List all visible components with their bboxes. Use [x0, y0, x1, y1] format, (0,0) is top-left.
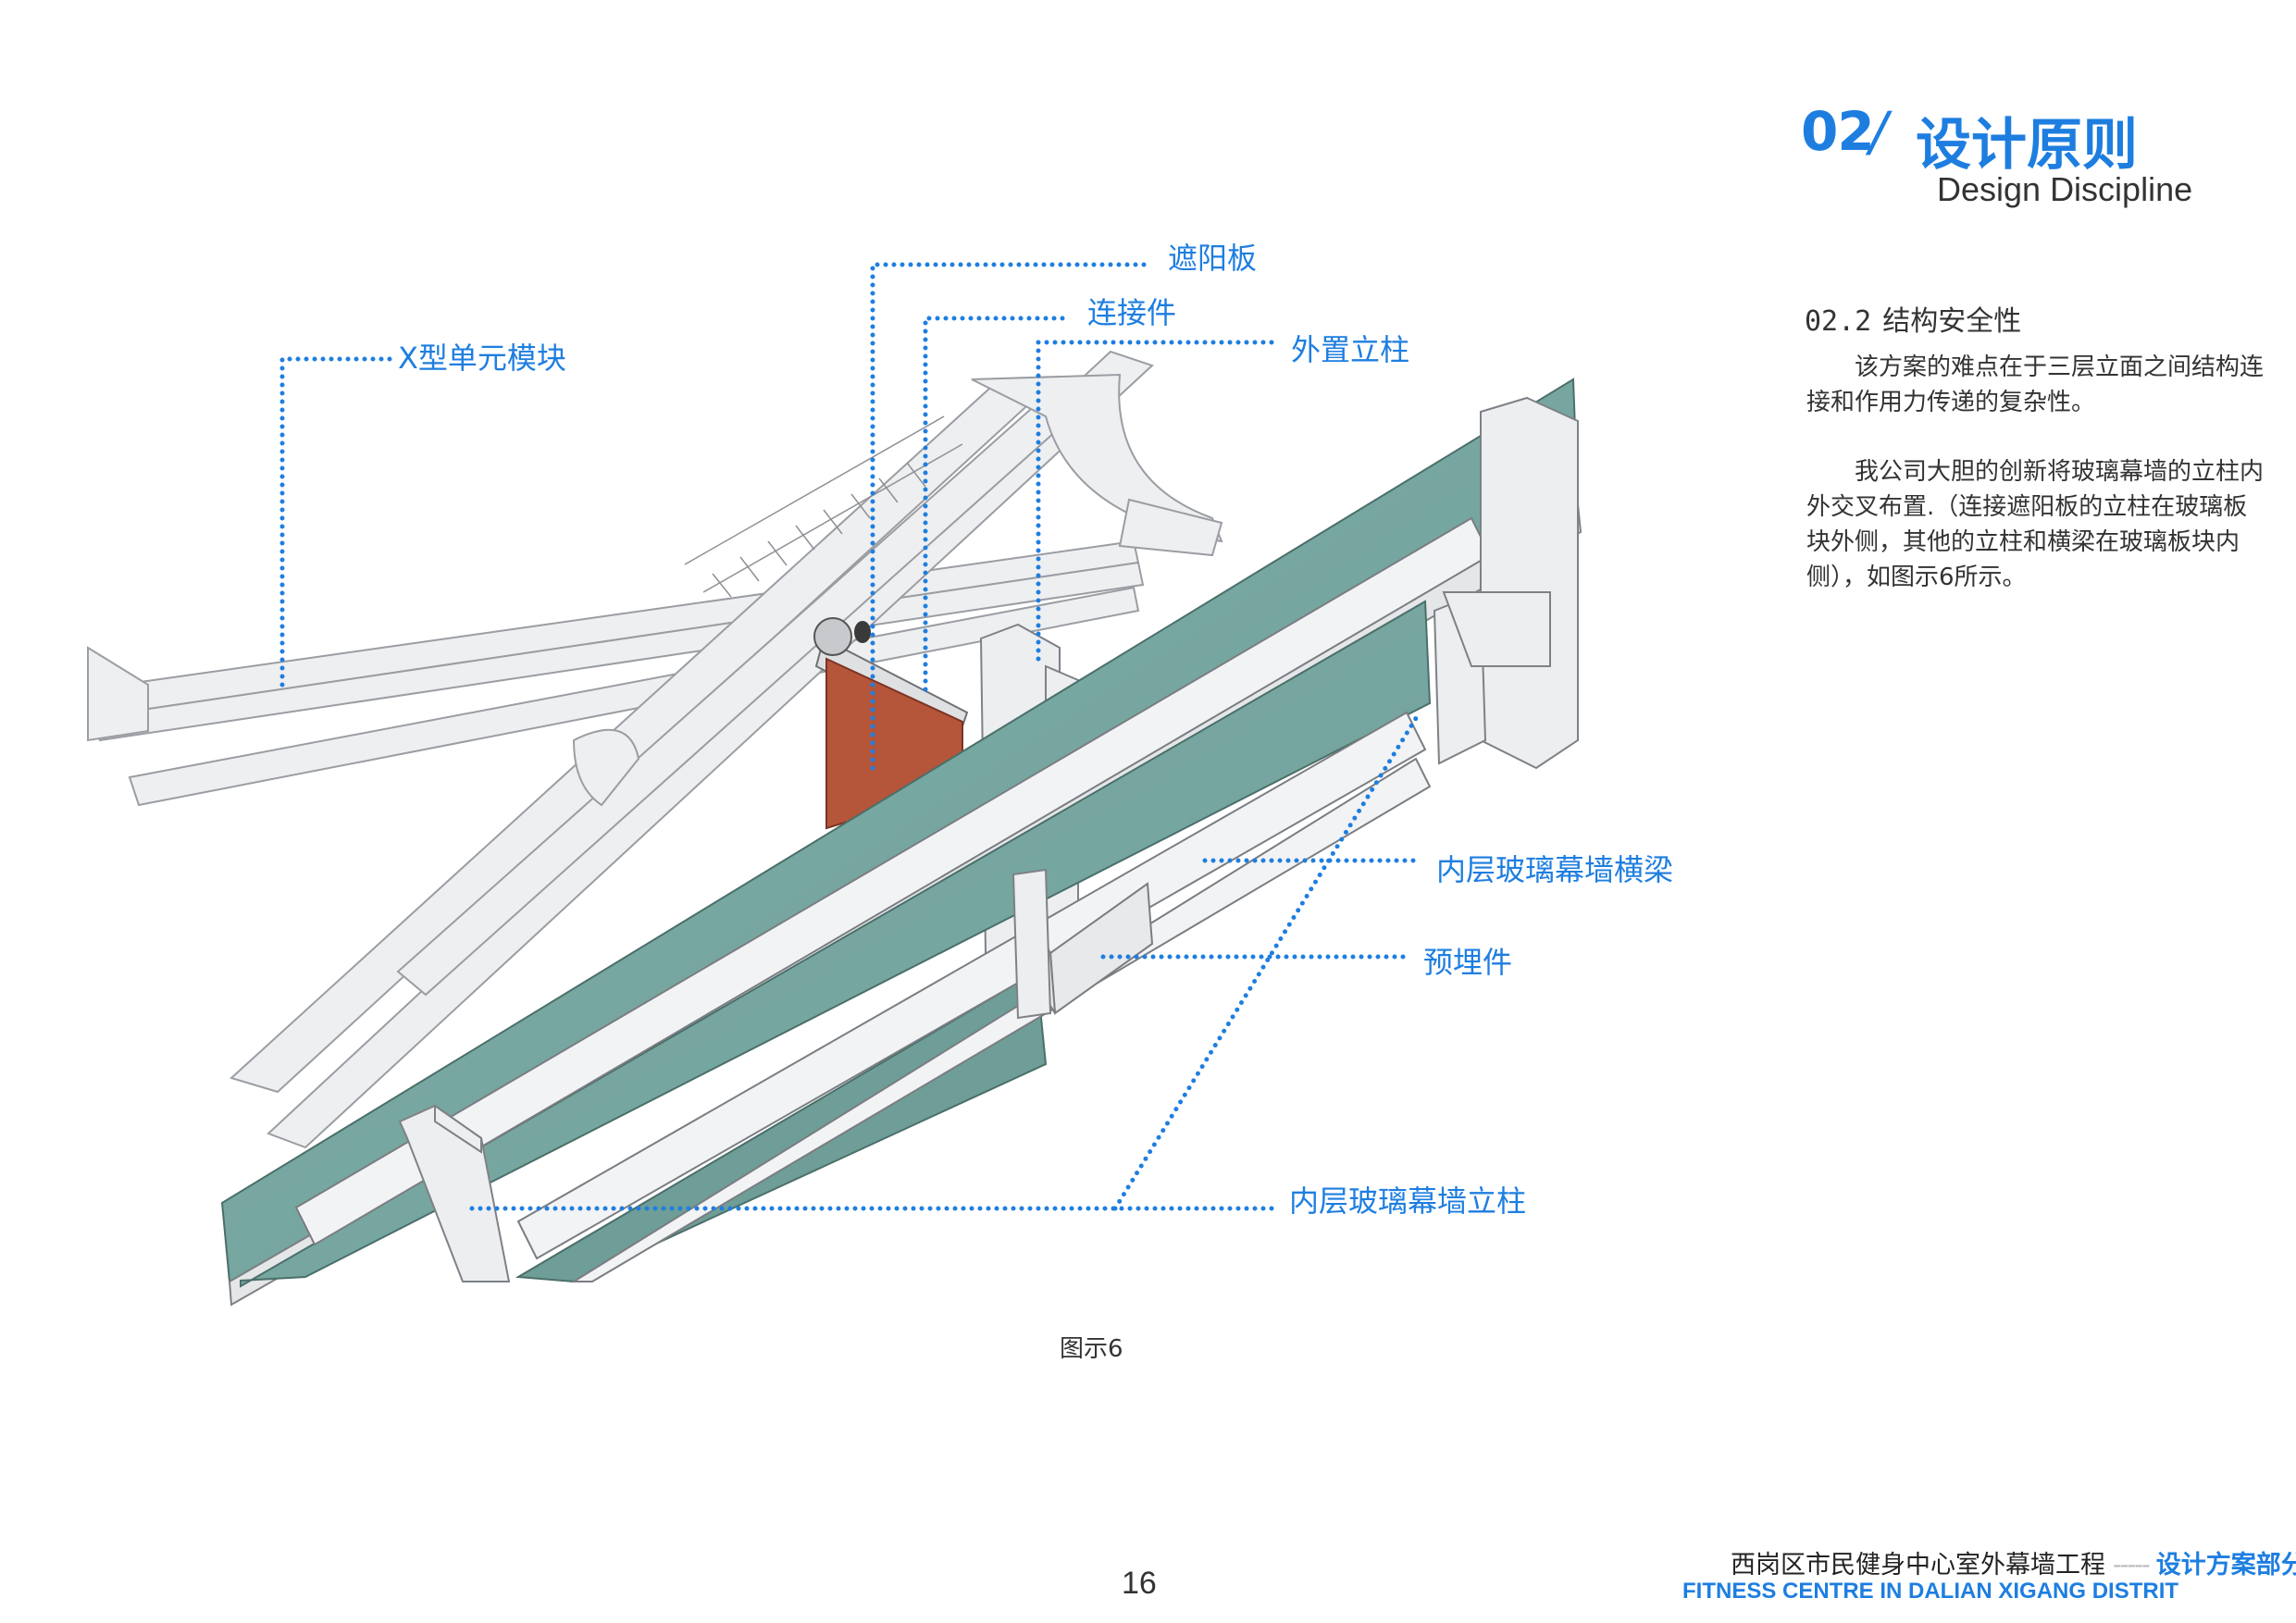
- callout-inner-transom: 内层玻璃幕墙横梁: [1436, 852, 1674, 887]
- footer-section-name: 设计方案部分: [2155, 1551, 2296, 1580]
- middle-mullion: [1011, 868, 1052, 1020]
- paragraph-1: 该方案的难点在于三层立面之间结构连接和作用力传递的复杂性。: [1806, 353, 2265, 416]
- inner-glass-band-2: [515, 970, 1048, 1283]
- footer-project-cn: 西岗区市民健身中心室外幕墙工程 -----设计方案部分: [1731, 1544, 2296, 1580]
- figure-caption: 图示6: [1060, 1335, 1123, 1363]
- callout-sunshade: 遮阳板: [1168, 241, 1258, 276]
- footer-project-en: FITNESS CENTRE IN DALIAN XIGANG DISTRIT: [1682, 1579, 2179, 1604]
- paragraph-2: 我公司大胆的创新将玻璃幕墙的立柱内外交叉布置.（连接遮阳板的立柱在玻璃板块外侧，…: [1806, 458, 2265, 591]
- inner-glass-band: [240, 600, 1432, 1288]
- page-number: 16: [1122, 1566, 1157, 1601]
- page-title: 设计原则: [1916, 113, 2138, 178]
- inner-transom-beam: [294, 516, 1492, 1282]
- right-mullion: [1433, 396, 1579, 770]
- left-inner-mullion: [398, 1104, 511, 1282]
- footer-dash: -----: [2113, 1551, 2151, 1580]
- callout-leaders: [279, 262, 1423, 1211]
- footer-project-name: 西岗区市民健身中心室外幕墙工程: [1731, 1551, 2105, 1580]
- header-slash: /: [1869, 100, 1888, 163]
- callout-connector: 连接件: [1087, 295, 1177, 330]
- subsection-number: 02.2: [1805, 305, 1872, 338]
- callout-x-module: X型单元模块: [398, 341, 566, 376]
- subsection-title: 结构安全性: [1882, 305, 2022, 338]
- subsection-heading: 02.2 结构安全性: [1805, 298, 2021, 339]
- x-module-members: [86, 350, 1223, 1149]
- section-number: 02: [1801, 100, 1875, 163]
- callout-inner-mullion: 内层玻璃幕墙立柱: [1289, 1183, 1527, 1219]
- page-subtitle: Design Discipline: [1937, 170, 2193, 208]
- stair-hatch: [684, 415, 963, 598]
- callout-embedded-part: 预埋件: [1423, 945, 1513, 980]
- callout-outer-mullion: 外置立柱: [1291, 332, 1410, 367]
